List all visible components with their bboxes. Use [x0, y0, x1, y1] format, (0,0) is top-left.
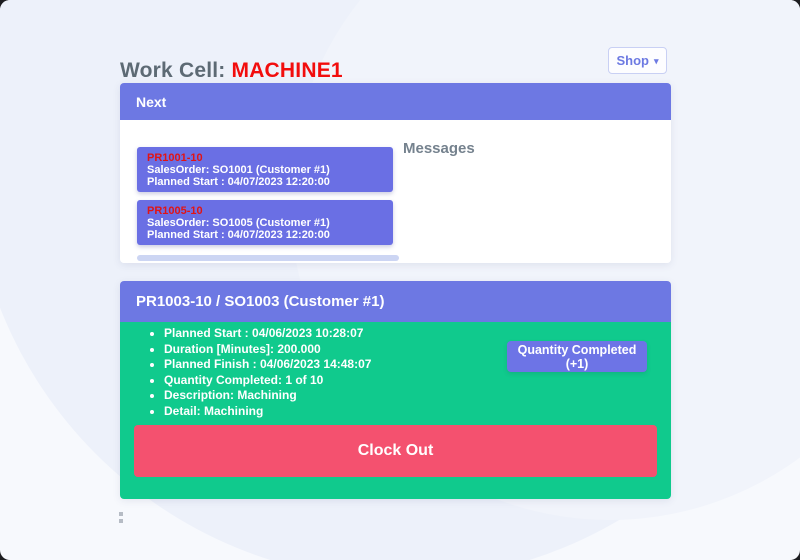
next-card-body: PR1001-10 SalesOrder: SO1001 (Customer #…	[120, 120, 671, 263]
jobs-horizontal-scrollbar[interactable]	[137, 255, 399, 261]
next-card-title: Next	[136, 93, 167, 110]
job-queue-item[interactable]: PR1001-10 SalesOrder: SO1001 (Customer #…	[137, 147, 393, 192]
chevron-down-icon: ▾	[653, 56, 659, 66]
detail-quantity-completed: Quantity Completed: 1 of 10	[164, 373, 371, 389]
messages-title: Messages	[403, 140, 475, 157]
job-id: PR1005-10	[147, 205, 203, 217]
page-title-prefix: Work Cell:	[120, 59, 232, 83]
active-job-header: PR1003-10 / SO1003 (Customer #1)	[120, 281, 671, 322]
active-job-card: PR1003-10 / SO1003 (Customer #1) Planned…	[120, 281, 671, 499]
shop-dropdown-label: Shop	[616, 53, 649, 68]
shop-dropdown-button[interactable]: Shop ▾	[608, 47, 667, 74]
detail-description: Description: Machining	[164, 388, 371, 404]
quantity-completed-button[interactable]: Quantity Completed (+1)	[507, 341, 647, 372]
active-job-title: PR1003-10 / SO1003 (Customer #1)	[136, 293, 385, 310]
job-planned-start: Planned Start : 04/07/2023 12:20:00	[147, 229, 330, 241]
job-id: PR1001-10	[147, 152, 203, 164]
machine-name: MACHINE1	[231, 59, 343, 83]
detail-detail: Detail: Machining	[164, 404, 371, 420]
next-jobs-card: Next PR1001-10 SalesOrder: SO1001 (Custo…	[120, 83, 671, 263]
active-job-body: Planned Start : 04/06/2023 10:28:07 Dura…	[120, 322, 671, 499]
tiny-footer-marks	[119, 512, 123, 526]
page-title: Work Cell: MACHINE1	[120, 59, 343, 83]
active-job-details-list: Planned Start : 04/06/2023 10:28:07 Dura…	[136, 326, 371, 419]
detail-planned-start: Planned Start : 04/06/2023 10:28:07	[164, 326, 371, 342]
detail-planned-finish: Planned Finish : 04/06/2023 14:48:07	[164, 357, 371, 373]
tiny-mark	[119, 519, 123, 523]
job-planned-start: Planned Start : 04/07/2023 12:20:00	[147, 176, 330, 188]
detail-duration: Duration [Minutes]: 200.000	[164, 342, 371, 358]
tiny-mark	[119, 512, 123, 516]
next-card-header: Next	[120, 83, 671, 120]
job-sales-order: SalesOrder: SO1005 (Customer #1)	[147, 217, 330, 229]
job-queue-item[interactable]: PR1005-10 SalesOrder: SO1005 (Customer #…	[137, 200, 393, 245]
job-sales-order: SalesOrder: SO1001 (Customer #1)	[147, 164, 330, 176]
clock-out-button[interactable]: Clock Out	[134, 425, 657, 477]
